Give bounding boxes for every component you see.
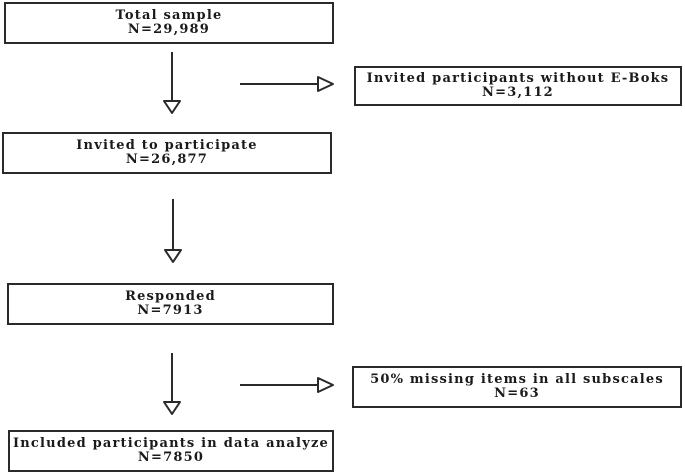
included-count: N=7850: [137, 450, 205, 465]
missing-items-box: 50% missing items in all subscales N=63: [352, 366, 682, 408]
included-box: Included participants in data analyze N=…: [8, 430, 334, 472]
without-eboks-count: N=3,112: [482, 85, 554, 100]
arrow-right-2: [240, 377, 334, 393]
missing-items-title: 50% missing items in all subscales: [370, 371, 664, 387]
responded-box: Responded N=7913: [7, 283, 334, 325]
total-sample-title: Total sample: [115, 7, 223, 23]
arrow-right-1: [240, 76, 334, 92]
arrow-down-1: [163, 52, 181, 114]
invited-title: Invited to participate: [76, 137, 258, 153]
arrow-down-2: [164, 199, 182, 263]
total-sample-box: Total sample N=29,989: [4, 2, 334, 44]
total-sample-count: N=29,989: [127, 22, 211, 37]
without-eboks-title: Invited participants without E-Boks: [366, 70, 670, 86]
missing-items-count: N=63: [494, 386, 540, 401]
responded-count: N=7913: [137, 303, 204, 318]
included-title: Included participants in data analyze: [12, 435, 330, 451]
invited-count: N=26,877: [125, 152, 209, 167]
without-eboks-box: Invited participants without E-Boks N=3,…: [354, 66, 682, 106]
invited-box: Invited to participate N=26,877: [2, 132, 332, 174]
responded-title: Responded: [125, 288, 216, 304]
arrow-down-3: [163, 353, 181, 415]
